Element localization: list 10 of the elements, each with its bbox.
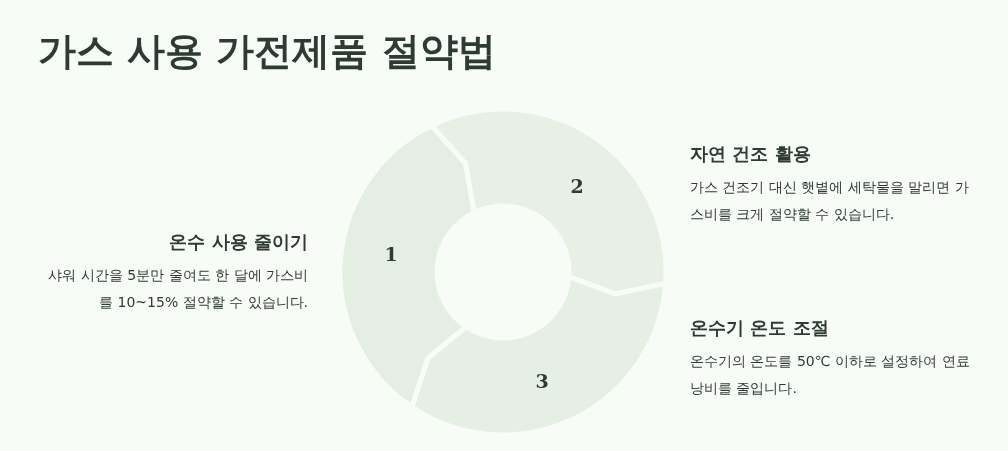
step-heading: 자연 건조 활용	[690, 142, 811, 166]
title: 가스 사용 가전제품 절약법	[38, 28, 496, 75]
step-number: 1	[384, 243, 398, 265]
step-number: 2	[570, 175, 584, 197]
step-description: 온수기의 온도를 50℃ 이하로 설정하여 연료 낭비를 줄입니다.	[690, 352, 971, 398]
step-heading: 온수 사용 줄이기	[169, 230, 308, 254]
step-description: 샤워 시간을 5분만 줄여도 한 달에 가스비를 10~15% 절약할 수 있습니다.	[47, 266, 308, 312]
step-heading: 온수기 온도 조절	[690, 316, 829, 340]
step-number: 3	[535, 370, 549, 392]
step-description: 가스 건조기 대신 햇볕에 세탁물을 말리면 가스비를 크게 절약할 수 있습니다.	[690, 178, 970, 224]
